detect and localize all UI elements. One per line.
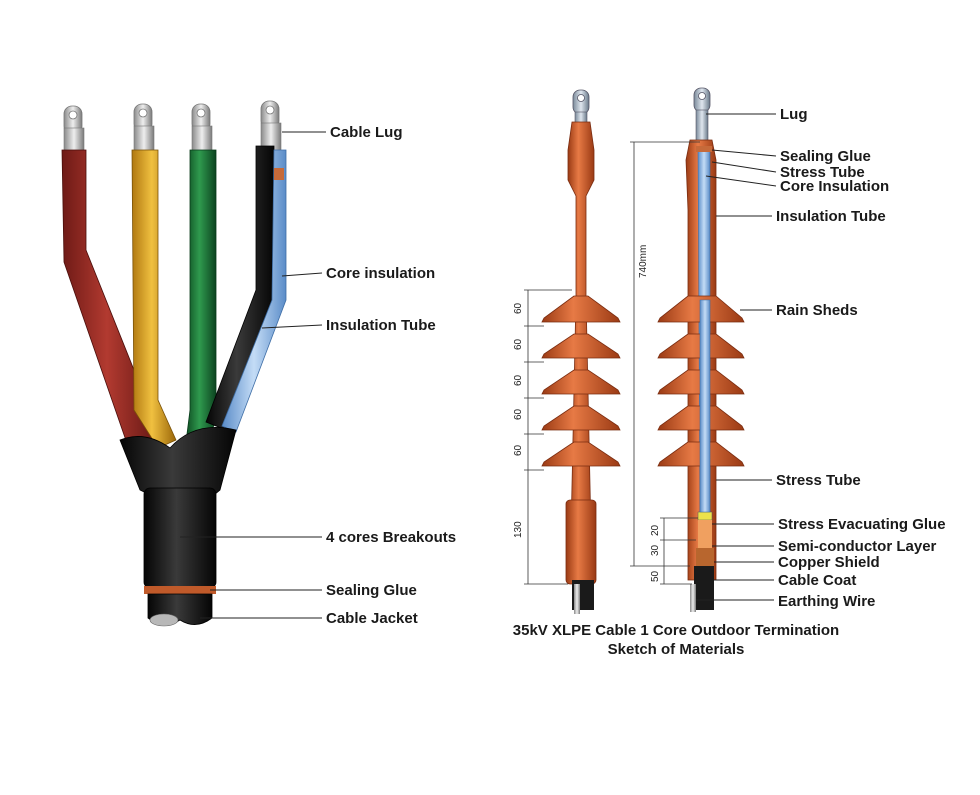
breakout-glove [119, 427, 237, 496]
caption-line-2: Sketch of Materials [608, 641, 745, 658]
cable-lug-yellow [133, 103, 155, 155]
earthing-wire-cutaway [690, 584, 696, 612]
label-sealing-glue-left: Sealing Glue [326, 582, 417, 599]
label-insulation-tube: Insulation Tube [326, 317, 436, 334]
cable-jacket-end [149, 613, 179, 627]
cutaway-dimension-labels: 740mm 20 30 50 [638, 245, 661, 582]
sealing-glue-band [144, 586, 216, 594]
rain-shed-5 [541, 441, 621, 467]
rain-sheds-cutaway [657, 295, 745, 513]
cable-lug-green [191, 103, 213, 155]
cable-coat-cutaway [694, 566, 714, 610]
label-cable-coat: Cable Coat [778, 572, 856, 589]
label-semiconductor-layer: Semi-conductor Layer [778, 538, 937, 555]
right-labels: Lug Sealing Glue Stress Tube Core Insula… [776, 106, 946, 610]
left-leader-lines [180, 131, 326, 619]
copper-shield [696, 548, 714, 566]
label-core-insulation-right: Core Insulation [780, 178, 889, 195]
rain-shed-4 [541, 405, 621, 431]
label-lug: Lug [780, 106, 808, 123]
cable-wire-exterior [574, 584, 580, 614]
core-copper-band [274, 168, 284, 180]
sealing-glue-top [696, 146, 712, 152]
core-green [185, 149, 217, 451]
rain-shed-1 [541, 295, 621, 323]
left-labels: Cable Lug Core insulation Insulation Tub… [326, 124, 456, 627]
dim-shed-5: 60 [513, 444, 524, 456]
caption: 35kV XLPE Cable 1 Core Outdoor Terminati… [513, 622, 839, 658]
dim-seg-b: 30 [650, 544, 661, 556]
core-yellow [131, 149, 177, 449]
dim-shed-4: 60 [513, 408, 524, 420]
dim-shed-1: 60 [513, 302, 524, 314]
cable-lug-black [260, 100, 282, 152]
dim-total-length: 740mm [638, 245, 649, 278]
dim-lower-body: 130 [513, 521, 524, 538]
lug-top-exterior [572, 89, 590, 125]
lug-top-cutaway [693, 87, 711, 149]
label-stress-tube-top: Stress Tube [780, 164, 865, 181]
stress-evacuating-glue-band [697, 511, 713, 521]
dim-shed-3: 60 [513, 374, 524, 386]
dim-seg-c: 50 [650, 570, 661, 582]
cutaway-dimension-lines [630, 141, 700, 585]
exterior-dimension-lines [524, 289, 572, 585]
dim-seg-a: 20 [650, 524, 661, 536]
breakout-body [143, 487, 217, 589]
label-insulation-tube-right: Insulation Tube [776, 208, 886, 225]
label-sealing-glue-right: Sealing Glue [780, 148, 871, 165]
semiconductor-layer [698, 520, 712, 548]
four-core-breakout-illustration [61, 100, 287, 627]
caption-line-1: 35kV XLPE Cable 1 Core Outdoor Terminati… [513, 622, 839, 639]
label-cable-lug: Cable Lug [330, 124, 403, 141]
label-core-insulation: Core insulation [326, 265, 435, 282]
termination-lower-tube [565, 499, 597, 585]
label-cable-jacket: Cable Jacket [326, 610, 418, 627]
label-breakouts: 4 cores Breakouts [326, 529, 456, 546]
cable-lug-red [63, 105, 85, 155]
label-stress-tube: Stress Tube [776, 472, 861, 489]
label-earthing-wire: Earthing Wire [778, 593, 875, 610]
rain-shed-3 [541, 369, 621, 395]
dim-shed-2: 60 [513, 338, 524, 350]
label-stress-evacuating-glue: Stress Evacuating Glue [778, 516, 946, 533]
rain-sheds-exterior [541, 295, 621, 467]
core-insulation-overlay [699, 299, 711, 513]
label-rain-sheds: Rain Sheds [776, 302, 858, 319]
label-copper-shield: Copper Shield [778, 554, 880, 571]
exterior-dimension-labels: 60 60 60 60 60 130 [513, 302, 524, 538]
rain-shed-2 [541, 333, 621, 359]
right-leader-lines [696, 113, 777, 601]
